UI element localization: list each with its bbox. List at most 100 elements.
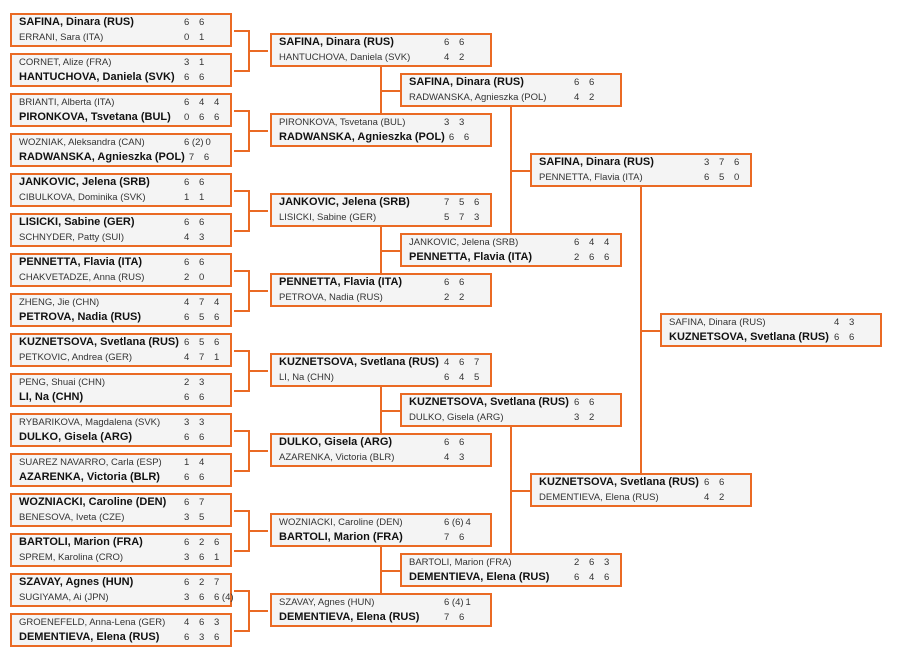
- player-name[interactable]: SAFINA, Dinara (RUS): [539, 156, 654, 168]
- player-name[interactable]: SAFINA, Dinara (RUS): [669, 317, 766, 328]
- player-name[interactable]: PETKOVIC, Andrea (GER): [19, 352, 132, 363]
- player-name[interactable]: RADWANSKA, Agnieszka (POL): [279, 131, 445, 143]
- player-name[interactable]: ZHENG, Jie (CHN): [19, 297, 100, 308]
- player-name[interactable]: RYBARIKOVA, Magdalena (SVK): [19, 417, 161, 428]
- player-name[interactable]: WOZNIAK, Aleksandra (CAN): [19, 137, 145, 148]
- player-name[interactable]: JANKOVIC, Jelena (SRB): [279, 196, 410, 208]
- player-name[interactable]: PENG, Shuai (CHN): [19, 377, 106, 388]
- player-name[interactable]: KUZNETSOVA, Svetlana (RUS): [669, 331, 829, 343]
- player-name[interactable]: PENNETTA, Flavia (ITA): [539, 172, 643, 183]
- player-name[interactable]: SUAREZ NAVARRO, Carla (ESP): [19, 457, 162, 468]
- player-name[interactable]: RADWANSKA, Agnieszka (POL): [409, 92, 547, 103]
- set-score: 1: [184, 192, 190, 203]
- bracket-connector: [234, 550, 250, 552]
- player-name[interactable]: PIRONKOVA, Tsvetana (BUL): [279, 117, 406, 128]
- player-name[interactable]: JANKOVIC, Jelena (SRB): [409, 237, 519, 248]
- set-score: 6: [444, 277, 450, 288]
- player-name[interactable]: PENNETTA, Flavia (ITA): [279, 276, 403, 288]
- player-name[interactable]: BARTOLI, Marion (FRA): [19, 536, 143, 548]
- player-name[interactable]: ERRANI, Sara (ITA): [19, 32, 104, 43]
- player-name[interactable]: SUGIYAMA, Ai (JPN): [19, 592, 109, 603]
- player-name[interactable]: DEMENTIEVA, Elena (RUS): [279, 611, 420, 623]
- player-name[interactable]: BARTOLI, Marion (FRA): [279, 531, 403, 543]
- player-name[interactable]: LISICKI, Sabine (GER): [279, 212, 377, 223]
- player-name[interactable]: PENNETTA, Flavia (ITA): [409, 251, 533, 263]
- player-name[interactable]: LI, Na (CHN): [19, 391, 84, 403]
- player-name[interactable]: SAFINA, Dinara (RUS): [409, 76, 524, 88]
- player-name[interactable]: SPREM, Karolina (CRO): [19, 552, 123, 563]
- player-name[interactable]: GROENEFELD, Anna-Lena (GER): [19, 617, 166, 628]
- player-name[interactable]: KUZNETSOVA, Svetlana (RUS): [409, 396, 569, 408]
- player-name[interactable]: DULKO, Gisela (ARG): [279, 436, 393, 448]
- player-name[interactable]: PENNETTA, Flavia (ITA): [19, 256, 143, 268]
- player-name[interactable]: SZAVAY, Agnes (HUN): [279, 597, 375, 608]
- player-name[interactable]: CHAKVETADZE, Anna (RUS): [19, 272, 145, 283]
- set-score: 6: [184, 17, 190, 28]
- player-name[interactable]: RADWANSKA, Agnieszka (POL): [19, 151, 185, 163]
- player-name[interactable]: SAFINA, Dinara (RUS): [279, 36, 394, 48]
- player-name[interactable]: DULKO, Gisela (ARG): [409, 412, 504, 423]
- player-name[interactable]: PETROVA, Nadia (RUS): [19, 311, 142, 323]
- player-name[interactable]: DEMENTIEVA, Elena (RUS): [409, 571, 550, 583]
- player-name[interactable]: HANTUCHOVA, Daniela (SVK): [19, 71, 175, 83]
- player-name[interactable]: BRIANTI, Alberta (ITA): [19, 97, 115, 108]
- player-name[interactable]: BARTOLI, Marion (FRA): [409, 557, 512, 568]
- player-name[interactable]: CIBULKOVA, Dominika (SVK): [19, 192, 146, 203]
- player-name[interactable]: WOZNIACKI, Caroline (DEN): [19, 496, 167, 508]
- player-name[interactable]: LISICKI, Sabine (GER): [19, 216, 135, 228]
- player-name[interactable]: JANKOVIC, Jelena (SRB): [19, 176, 150, 188]
- player-name[interactable]: WOZNIACKI, Caroline (DEN): [279, 517, 403, 528]
- player-name[interactable]: KUZNETSOVA, Svetlana (RUS): [19, 336, 179, 348]
- player-name[interactable]: HANTUCHOVA, Daniela (SVK): [279, 52, 411, 63]
- player-name[interactable]: KUZNETSOVA, Svetlana (RUS): [539, 476, 699, 488]
- player-name[interactable]: DEMENTIEVA, Elena (RUS): [539, 492, 659, 503]
- player-name[interactable]: SCHNYDER, Patty (SUI): [19, 232, 125, 243]
- player-name[interactable]: PIRONKOVA, Tsvetana (BUL): [19, 111, 171, 123]
- player-name[interactable]: AZARENKA, Victoria (BLR): [19, 471, 160, 483]
- player-name[interactable]: LI, Na (CHN): [279, 372, 334, 383]
- player-name[interactable]: SZAVAY, Agnes (HUN): [19, 576, 134, 588]
- player-name[interactable]: BENESOVA, Iveta (CZE): [19, 512, 125, 523]
- player-name[interactable]: AZARENKA, Victoria (BLR): [279, 452, 395, 463]
- player-name[interactable]: PETROVA, Nadia (RUS): [279, 292, 383, 303]
- player-name[interactable]: DULKO, Gisela (ARG): [19, 431, 133, 443]
- player-name[interactable]: SAFINA, Dinara (RUS): [19, 16, 134, 28]
- player-name[interactable]: CORNET, Alize (FRA): [19, 57, 112, 68]
- player-name[interactable]: KUZNETSOVA, Svetlana (RUS): [279, 356, 439, 368]
- player-name[interactable]: DEMENTIEVA, Elena (RUS): [19, 631, 160, 643]
